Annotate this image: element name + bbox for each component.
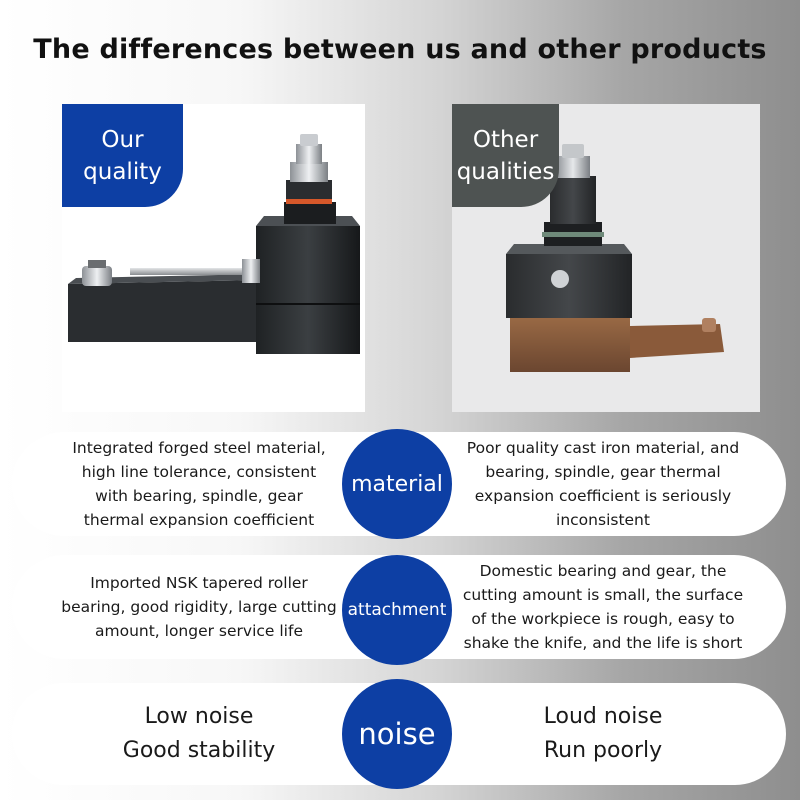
comparison-row-noise: Low noise Good stability Loud noise Run … bbox=[12, 679, 786, 789]
our-noise-line: Low noise bbox=[144, 704, 254, 729]
our-material-cell: Integrated forged steel material, high l… bbox=[12, 432, 396, 536]
our-quality-tag: Our quality bbox=[62, 104, 183, 207]
our-attachment-line: Imported NSK tapered roller bbox=[90, 574, 308, 592]
other-qualities-tag: Other qualities bbox=[452, 104, 559, 207]
other-attachment-line: Domestic bearing and gear, the bbox=[479, 562, 727, 580]
our-quality-tag-line2: quality bbox=[83, 158, 162, 185]
other-material-line: expansion coefficient is seriously bbox=[474, 487, 732, 505]
attachment-label-circle: attachment bbox=[342, 555, 452, 665]
noise-label-circle: noise bbox=[342, 679, 452, 789]
other-material-line: Poor quality cast iron material, and bbox=[466, 439, 740, 457]
other-attachment-line: shake the knife, and the life is short bbox=[463, 634, 743, 652]
other-attachment-cell: Domestic bearing and gear, the cutting a… bbox=[396, 555, 786, 659]
material-label-circle: material bbox=[342, 429, 452, 539]
other-material-line: inconsistent bbox=[556, 511, 650, 529]
our-attachment-line: amount, longer service life bbox=[94, 622, 303, 640]
our-attachment-line: bearing, good rigidity, large cutting bbox=[61, 598, 337, 616]
other-product-panel: Other qualities bbox=[452, 104, 760, 412]
other-noise-cell: Loud noise Run poorly bbox=[396, 683, 786, 785]
our-attachment-cell: Imported NSK tapered roller bearing, goo… bbox=[12, 555, 396, 659]
comparison-row-attachment: Imported NSK tapered roller bearing, goo… bbox=[12, 555, 786, 665]
page-title: The differences between us and other pro… bbox=[33, 34, 767, 65]
our-tool-holder-image bbox=[68, 134, 360, 354]
other-attachment-line: of the workpiece is rough, easy to bbox=[471, 610, 735, 628]
our-material-line: high line tolerance, consistent bbox=[81, 463, 317, 481]
our-noise-cell: Low noise Good stability bbox=[12, 683, 396, 785]
our-product-panel: Our quality bbox=[62, 104, 365, 412]
our-material-line: thermal expansion coefficient bbox=[83, 511, 315, 529]
our-material-line: with bearing, spindle, gear bbox=[95, 487, 303, 505]
other-qualities-tag-line1: Other bbox=[472, 126, 539, 153]
our-quality-tag-line1: Our bbox=[101, 126, 144, 153]
other-material-cell: Poor quality cast iron material, and bea… bbox=[396, 432, 786, 536]
other-noise-line: Loud noise bbox=[543, 704, 663, 729]
comparison-row-material: Integrated forged steel material, high l… bbox=[12, 429, 786, 539]
other-attachment-line: cutting amount is small, the surface bbox=[462, 586, 744, 604]
our-material-line: Integrated forged steel material, bbox=[72, 439, 326, 457]
other-noise-line: Run poorly bbox=[543, 738, 663, 763]
our-noise-line: Good stability bbox=[122, 738, 276, 763]
other-qualities-tag-line2: qualities bbox=[456, 158, 555, 185]
other-tool-holder-image bbox=[506, 144, 724, 372]
other-material-line: bearing, spindle, gear thermal bbox=[485, 463, 721, 481]
